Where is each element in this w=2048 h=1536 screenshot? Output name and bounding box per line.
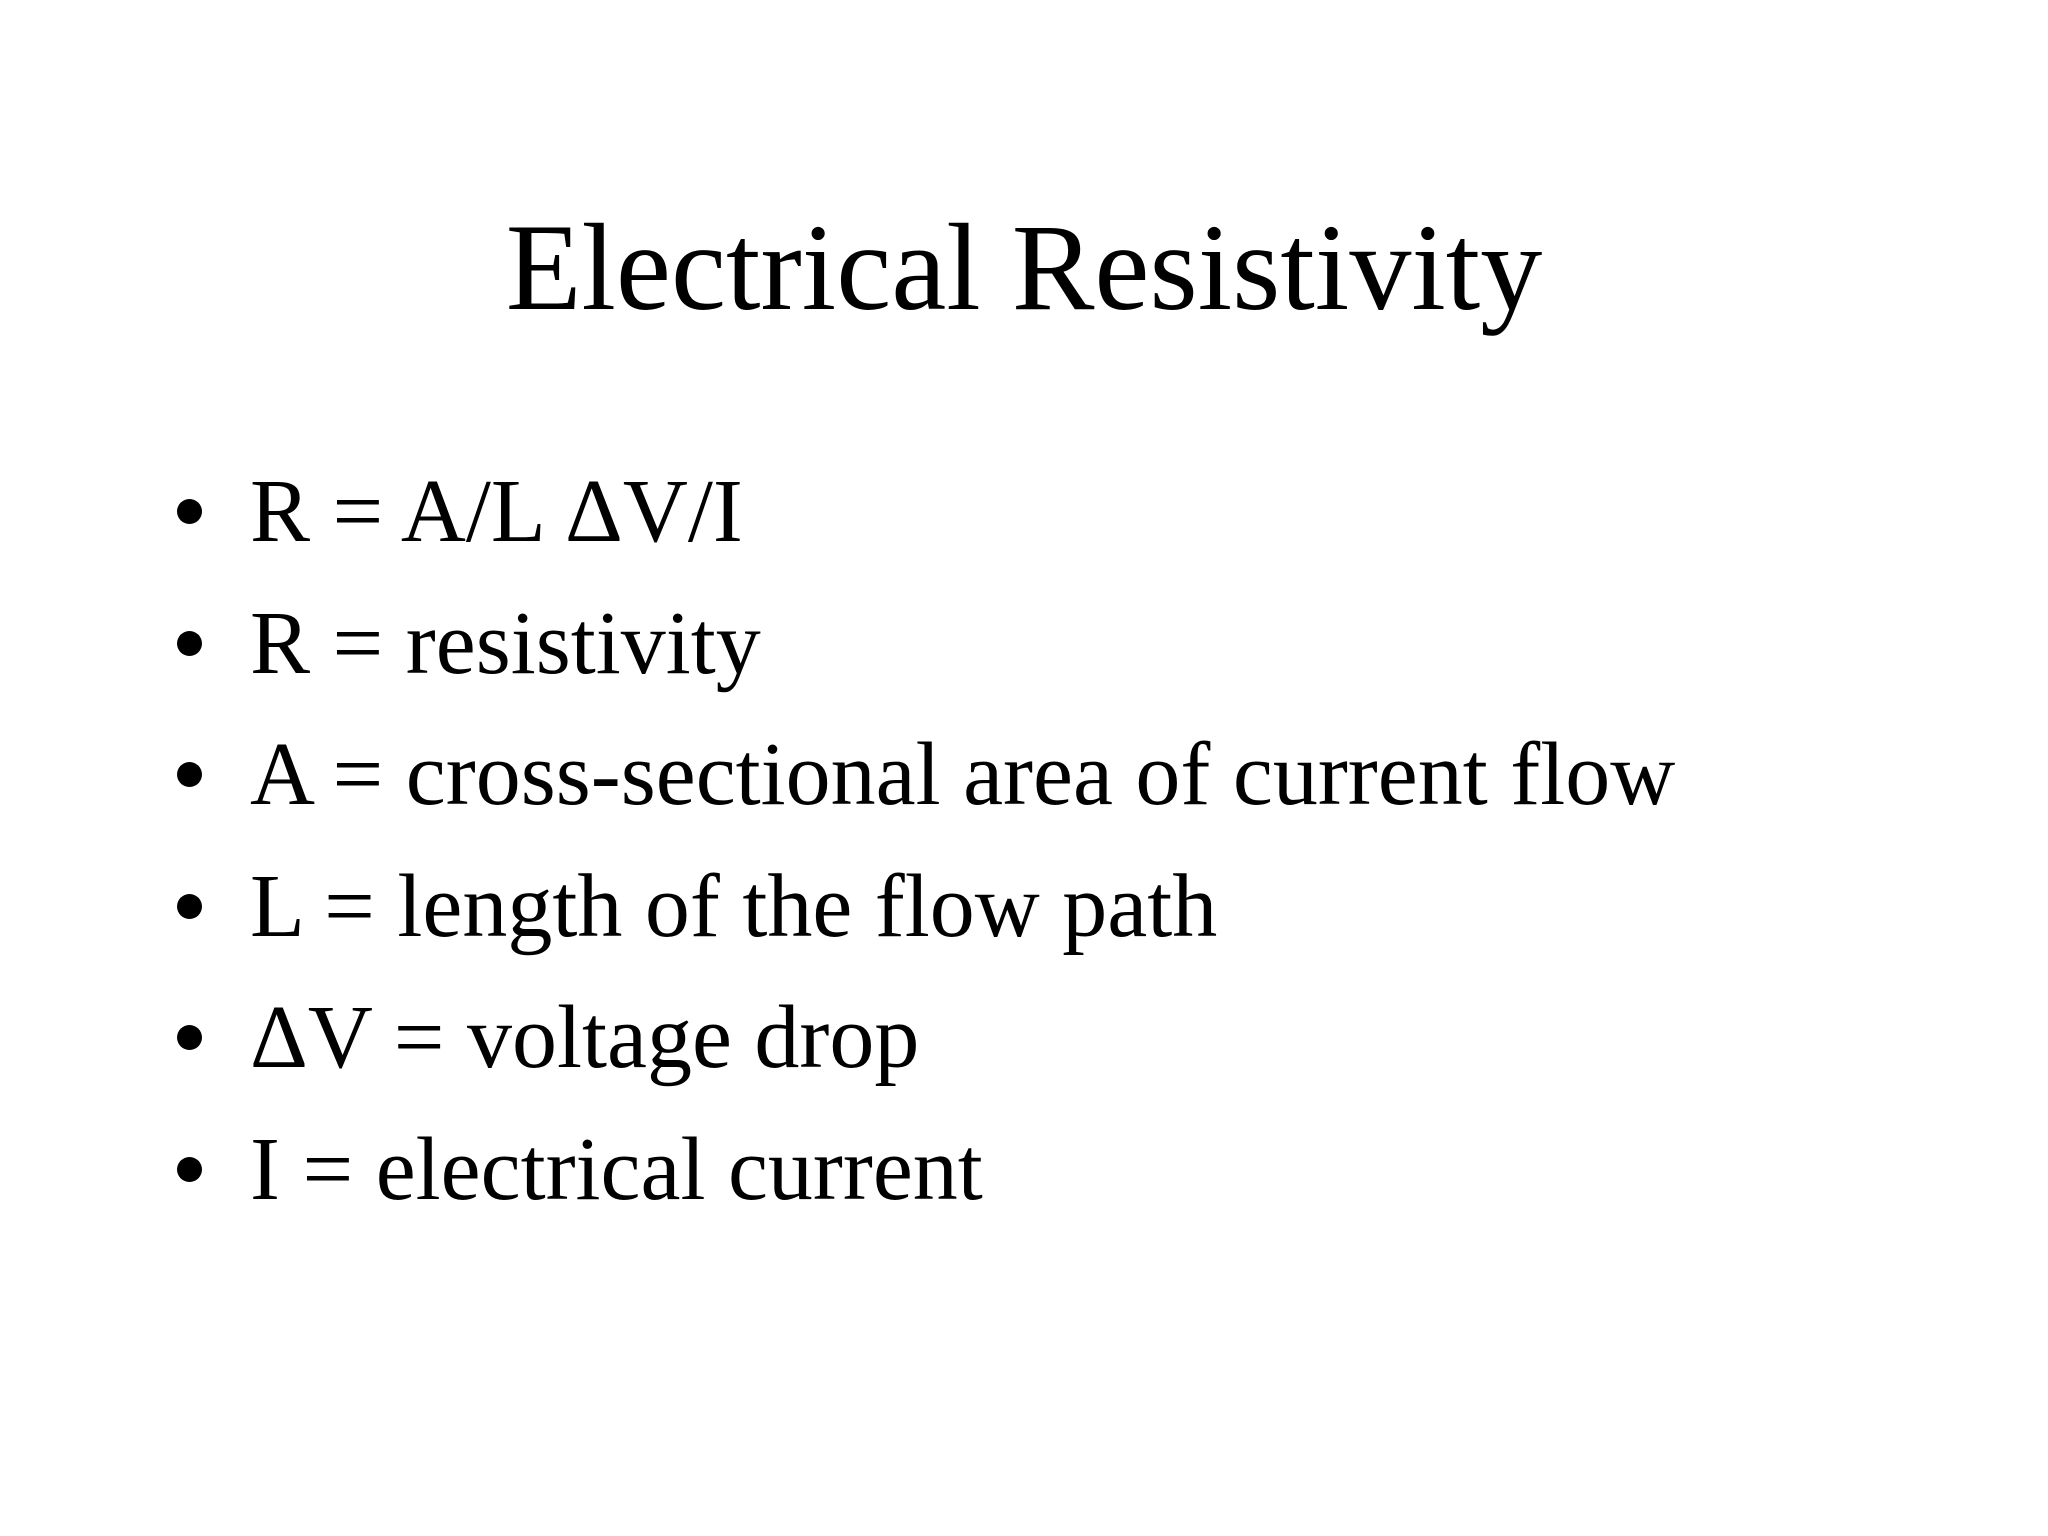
bullet-list: R = A/L ΔV/I R = resistivity A = cross-s…	[177, 446, 1675, 1235]
bullet-item-resistivity: R = resistivity	[177, 578, 1675, 710]
bullet-text: R = resistivity	[250, 593, 761, 693]
bullet-dot-icon	[177, 893, 202, 919]
bullet-dot-icon	[177, 762, 202, 788]
bullet-item-area: A = cross-sectional area of current flow	[177, 709, 1675, 841]
bullet-text: L = length of the flow path	[250, 856, 1218, 956]
slide-title: Electrical Resistivity	[505, 199, 1543, 336]
bullet-dot-icon	[177, 1025, 202, 1051]
bullet-text: A = cross-sectional area of current flow	[250, 725, 1676, 824]
bullet-dot-icon	[177, 499, 202, 525]
bullet-dot-icon	[177, 630, 202, 656]
bullet-item-current: I = electrical current	[177, 1104, 1675, 1236]
bullet-item-length: L = length of the flow path	[177, 841, 1675, 973]
bullet-text: I = electrical current	[250, 1119, 983, 1219]
bullet-text: R = A/L ΔV/I	[250, 462, 743, 561]
bullet-item-formula: R = A/L ΔV/I	[177, 446, 1675, 578]
bullet-item-voltage: ΔV = voltage drop	[177, 972, 1675, 1104]
bullet-dot-icon	[177, 1156, 202, 1182]
bullet-text: ΔV = voltage drop	[250, 988, 920, 1087]
